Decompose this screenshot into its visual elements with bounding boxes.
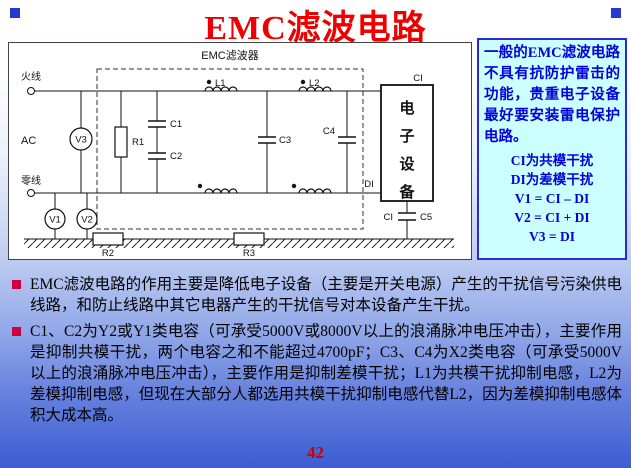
bullet-item-2: C1、C2为Y2或Y1类电容（可承受5000V或8000V以上的浪涌脉冲电压冲击… [10,321,622,426]
note-paragraph: 一般的EMC滤波电路不具有抗防护雷击的功能，贵重电子设备最好要安装雷电保护电路。 [484,45,620,145]
note-formulas: CI为共模干扰 DI为差模干扰 V1 = CI – DI V2 = CI + D… [484,151,620,246]
note-line-di: DI为差模干扰 [510,172,594,187]
circuit-diagram-panel: EMC滤波器 火线 零线 AC V3 V1 V2 R1 C1 C2 L1 L2 … [8,42,472,260]
voltmeter-circles [44,127,98,230]
device-label-char-4: 备 [398,183,415,201]
bullet-square-icon [12,280,21,289]
electronic-device-box [380,84,434,202]
label-c3: C3 [279,135,291,146]
inductor-coils [204,86,332,194]
corner-decor-left-icon [10,8,20,18]
label-ac: AC [21,135,36,147]
label-neutral-wire: 零线 [21,174,41,187]
note-line-v1: V1 = CI – DI [514,191,590,206]
note-line-v3: V3 = DI [529,229,575,244]
label-ci-bottom: CI [384,212,394,223]
bullet-text-1: EMC滤波电路的作用主要是降低电子设备（主要是开关电源）产生的干扰信号污染供电线… [30,276,622,314]
page-number: 42 [307,443,324,462]
label-emc-filter: EMC滤波器 [201,49,258,62]
label-di: DI [364,179,374,190]
note-box: 一般的EMC滤波电路不具有抗防护雷击的功能，贵重电子设备最好要安装雷电保护电路。… [477,38,627,260]
resistor-bodies [92,126,265,246]
label-v3: V3 [75,135,87,146]
bullet-text-2: C1、C2为Y2或Y1类电容（可承受5000V或8000V以上的浪涌脉冲电压冲击… [30,323,622,424]
device-label-char-3: 设 [399,156,414,173]
label-ci-top: CI [413,73,423,84]
label-c4: C4 [323,126,335,137]
label-l1: L1 [215,78,226,89]
label-v1: V1 [49,215,61,226]
choke-polarity-dots [197,79,306,189]
bullet-list: EMC滤波电路的作用主要是降低电子设备（主要是开关电源）产生的干扰信号污染供电线… [10,274,622,431]
label-c2: C2 [170,151,182,162]
label-l2: L2 [309,78,320,89]
input-terminals [27,87,35,197]
device-label-char-1: 电 [399,99,414,117]
label-live-wire: 火线 [21,70,41,83]
label-c1: C1 [170,119,182,130]
capacitor-plates [148,120,416,221]
device-label-char-2: 子 [399,128,414,145]
corner-decor-right-icon [611,8,621,18]
label-r3: R3 [243,248,255,259]
emc-filter-circuit-svg: EMC滤波器 火线 零线 AC V3 V1 V2 R1 C1 C2 L1 L2 … [21,49,454,259]
note-line-ci: CI为共模干扰 [510,153,594,168]
label-v2: V2 [81,215,93,226]
filter-dashed-boundary [96,68,364,230]
label-c5: C5 [420,212,432,223]
bullet-square-icon [12,327,21,336]
label-r2: R2 [102,248,114,259]
note-line-v2: V2 = CI + DI [514,210,590,225]
bullet-item-1: EMC滤波电路的作用主要是降低电子设备（主要是开关电源）产生的干扰信号污染供电线… [10,274,622,316]
page-title: EMC滤波电路 [204,10,427,47]
label-r1: R1 [132,137,144,148]
